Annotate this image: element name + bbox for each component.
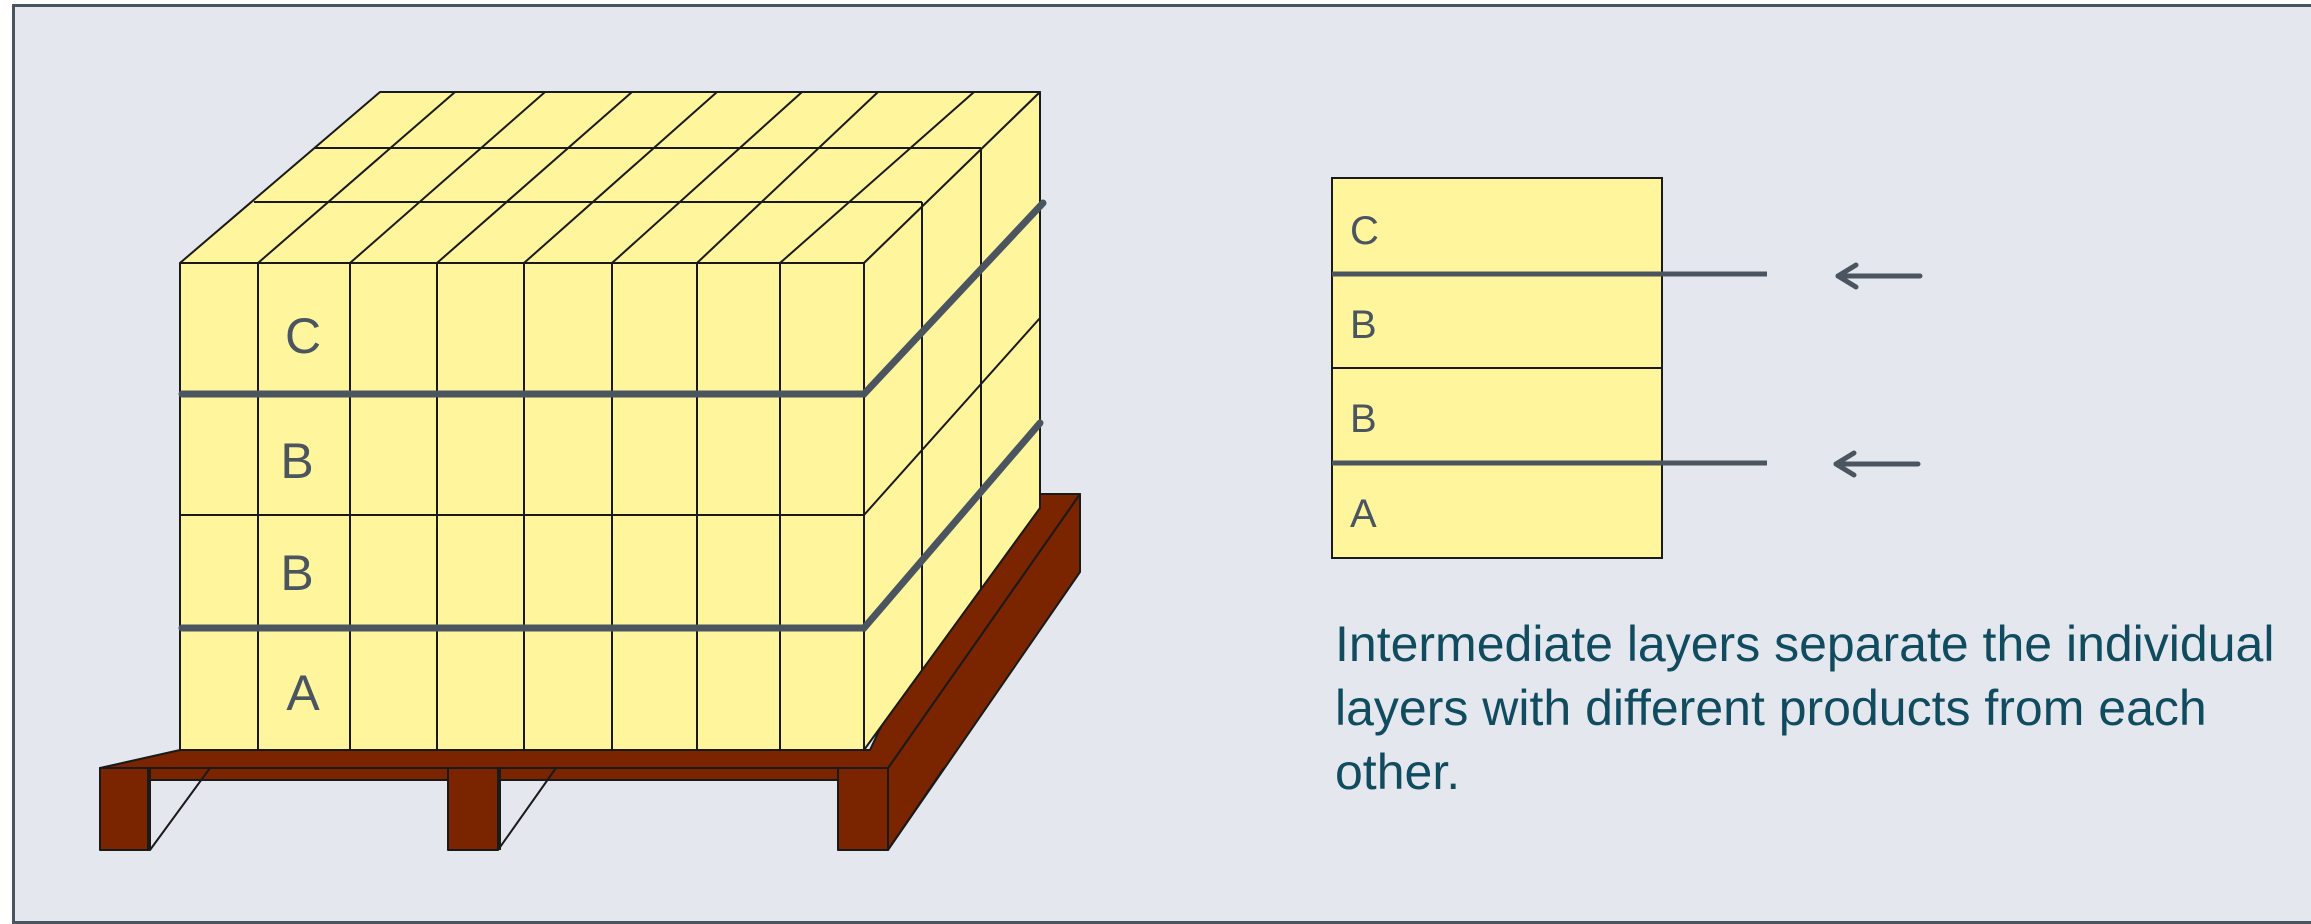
- stack-right-grid: [863, 148, 1041, 670]
- stack-layer-label: A: [286, 665, 320, 721]
- arrow-left-icon: [1833, 450, 1921, 478]
- stack-layer-label: B: [280, 545, 313, 601]
- stack-layer-label: C: [285, 308, 321, 364]
- stack-front-face: [179, 262, 865, 751]
- stack-separators: [178, 199, 1047, 632]
- box-stack: [179, 91, 1041, 751]
- diagram-caption: Intermediate layers separate the individ…: [1335, 616, 2275, 800]
- pallet-block-left: [99, 767, 151, 851]
- stack-front-grid: [180, 263, 864, 750]
- pallet-block-middle: [447, 767, 499, 851]
- stack-layer-label: B: [280, 433, 313, 489]
- stack-top-grid: [254, 91, 981, 264]
- legend-layer-label: A: [1350, 492, 1377, 536]
- pallet-block-right: [837, 767, 889, 851]
- legend-layer-label: B: [1350, 397, 1377, 441]
- legend-layer-label: B: [1350, 303, 1377, 347]
- pallet-notch-lines: [147, 767, 945, 851]
- separator-sheet-lower: [178, 419, 1044, 632]
- arrow-left-icon: [1835, 262, 1923, 290]
- legend-layer-label: C: [1350, 209, 1379, 253]
- separator-sheet-upper: [178, 199, 1047, 398]
- layer-legend: C B B A: [1331, 177, 1923, 559]
